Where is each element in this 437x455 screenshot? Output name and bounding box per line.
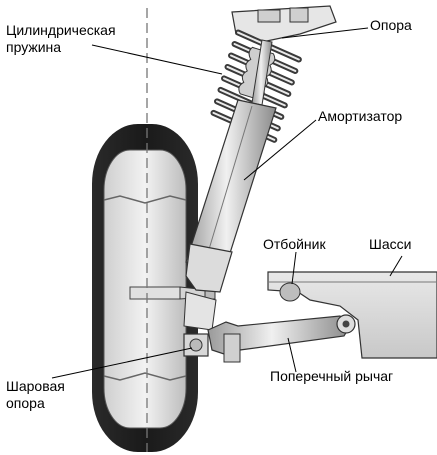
ball-joint [183, 333, 209, 357]
label-coil-spring: Цилиндрическая пружина [6, 22, 116, 56]
label-bump-stop: Отбойник [263, 236, 326, 252]
leader-chassis [389, 255, 403, 277]
leader-lines [51, 27, 403, 379]
wheel [92, 124, 216, 452]
rim-upper-lip [103, 195, 187, 204]
leader-damper [243, 119, 317, 181]
control-arm [207, 314, 356, 363]
label-ball-joint-line1: Шаровая [6, 378, 65, 394]
label-shock-absorber: Амортизатор [318, 108, 403, 124]
bump-stop [279, 282, 301, 302]
leader-bumper [291, 251, 297, 285]
ball-joint-ball [189, 338, 203, 352]
leader-arm [287, 337, 297, 373]
label-chassis: Шасси [369, 236, 412, 252]
strut-body-shade [203, 105, 253, 267]
chassis [267, 271, 437, 359]
label-coil-spring-line1: Цилиндрическая [6, 22, 116, 38]
arm-mount [223, 333, 241, 363]
label-control-arm: Поперечный рычаг [270, 368, 394, 384]
strut-knuckle [185, 243, 233, 293]
label-coil-spring-line2: пружина [6, 39, 62, 55]
leader-ball [51, 347, 193, 379]
leader-spring [91, 44, 223, 75]
arm-bushing-center [342, 320, 350, 328]
label-ball-joint: Шаровая опора [6, 378, 65, 412]
shock-absorber [183, 39, 277, 331]
label-ball-joint-line2: опора [6, 395, 45, 411]
support-bolt-2 [289, 7, 309, 23]
leader-support [281, 27, 369, 39]
label-support: Опора [370, 17, 412, 33]
rim-lower-lip [103, 372, 187, 381]
hub [129, 286, 181, 300]
support-bolt [257, 9, 281, 23]
